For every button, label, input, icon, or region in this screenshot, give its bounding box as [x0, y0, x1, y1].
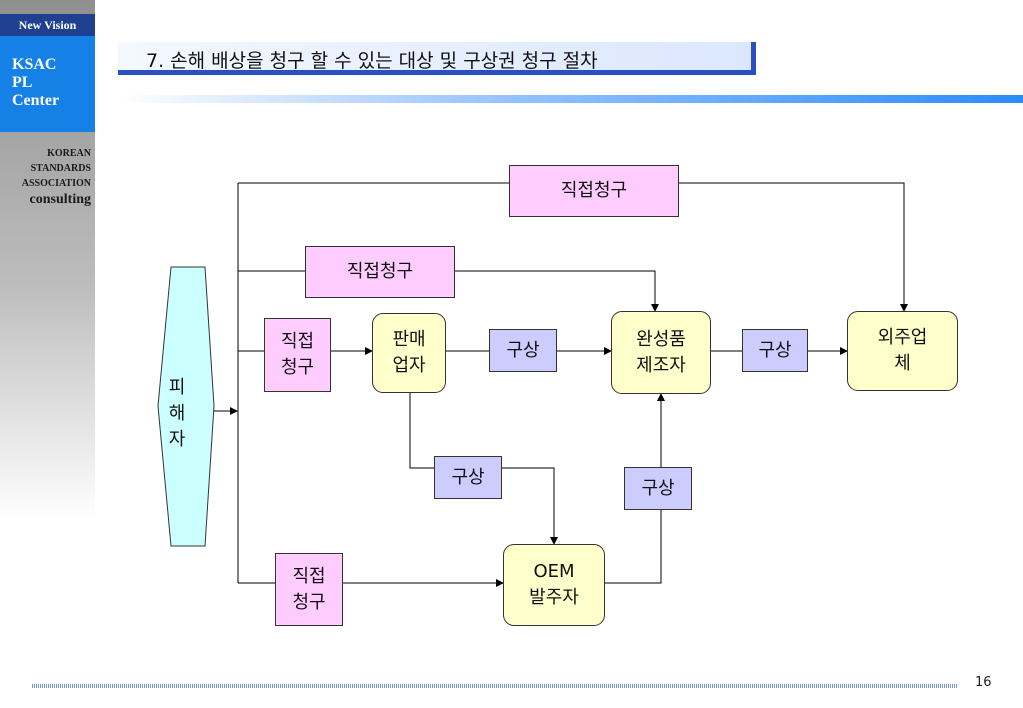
recourse-box-oem-manufacturer: 구상: [624, 467, 692, 510]
manufacturer-box: 완성품 제조자: [611, 311, 711, 394]
ksac-line: Center: [12, 92, 60, 109]
title-underline-bar: [118, 95, 1023, 103]
sidebar: New Vision KSAC PL Center KOREAN STANDAR…: [0, 0, 95, 520]
direct-claim-box-oem: 직접 청구: [275, 553, 343, 626]
seller-oem-arrow: [502, 467, 558, 545]
victim-label: 피 해 자: [168, 377, 186, 450]
victim-shape: [157, 266, 215, 547]
association-label: KOREAN STANDARDS ASSOCIATION consulting: [1, 146, 91, 208]
ksac-line: KSAC: [12, 56, 57, 73]
recourse-box-seller-oem: 구상: [434, 456, 502, 499]
ksac-logo: KSAC PL Center: [0, 36, 95, 132]
seller-oem-line: [409, 393, 434, 469]
subcontractor-box: 외주업 체: [847, 311, 958, 391]
direct-claim-box-top: 직접청구: [509, 165, 679, 217]
footer-line: [32, 684, 958, 688]
top-claim-arrow: [679, 182, 908, 312]
consulting-label: consulting: [29, 192, 91, 207]
ksac-line: PL: [12, 74, 33, 91]
new-vision-label: New Vision: [0, 14, 95, 36]
page-title: 7. 손해 배상을 청구 할 수 있는 대상 및 구상권 청구 절차: [146, 50, 598, 72]
recourse-box-manufacturer-sub: 구상: [742, 329, 808, 372]
direct-claim-box-seller: 직접 청구: [264, 318, 331, 392]
oem-box: OEM 발주자: [503, 544, 605, 626]
association-line: ASSOCIATION: [21, 178, 91, 189]
recourse-box-seller-manufacturer: 구상: [489, 329, 557, 372]
second-claim-arrow: [455, 270, 659, 312]
oem-manufacturer-line: [605, 510, 662, 584]
association-line: STANDARDS: [30, 163, 91, 174]
direct-claim-box-second: 직접청구: [305, 246, 455, 298]
page-number: 16: [975, 675, 992, 690]
title-box: 7. 손해 배상을 청구 할 수 있는 대상 및 구상권 청구 절차: [118, 42, 756, 75]
seller-box: 판매 업자: [372, 313, 446, 393]
association-line: KOREAN: [47, 148, 91, 159]
